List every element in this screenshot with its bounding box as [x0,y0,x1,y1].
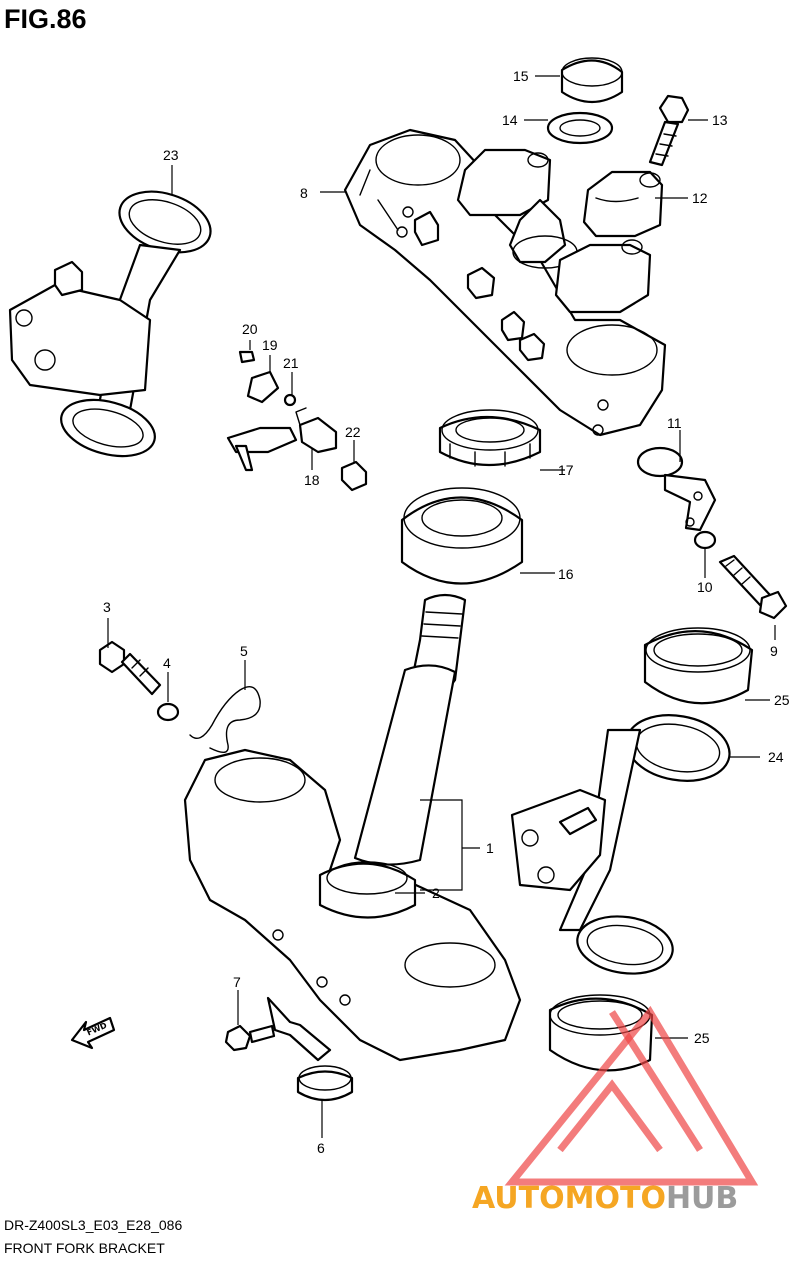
callout-21: 21 [283,355,299,371]
leader-lines [107,75,776,1138]
forward-arrow-icon: FWD [70,1016,116,1050]
watermark-text: AUTOMOTOHUB [472,1181,738,1216]
callout-15: 15 [513,68,529,84]
part-13-bolt [648,94,690,167]
callout-18: 18 [304,472,320,488]
part-16-bearing [400,487,524,585]
part-24-bracket [510,714,731,975]
callout-4: 4 [163,655,171,671]
callout-14: 14 [502,112,518,128]
callout-25-lower: 25 [694,1030,710,1046]
part-8-upper-bracket [343,128,667,437]
callout-19: 19 [262,337,278,353]
callout-11: 11 [667,415,682,431]
diagram-code-caption: DR-Z400SL3_E03_E28_086 [4,1217,183,1233]
part-23-bracket [8,190,212,458]
part-12-clamp [582,170,664,238]
callout-1: 1 [486,840,494,856]
part-14-washer [546,111,614,145]
parts-3-5-bolt-washer-clip [98,640,261,753]
callout-13: 13 [712,112,728,128]
callout-numbers: 1 2 3 4 5 6 7 8 9 10 11 12 13 14 15 16 1… [103,68,790,1156]
callout-23: 23 [163,147,179,163]
parts-19-22-switch [226,350,368,492]
part-25-seal-lower [548,994,654,1072]
callout-16: 16 [558,566,574,582]
figure-title: FIG.86 [4,4,87,34]
watermark-text-part2: HUB [666,1181,738,1216]
part-25-seal-upper [643,627,754,705]
callout-9: 9 [770,643,778,659]
callout-17: 17 [558,462,574,478]
callout-20: 20 [242,321,258,337]
callout-3: 3 [103,599,111,615]
callout-8: 8 [300,185,308,201]
callout-24: 24 [768,749,784,765]
callout-22: 22 [345,424,361,440]
watermark-logo: AUTOMOTOHUB [472,1005,759,1216]
part-1-steering-stem [183,593,522,1062]
callout-5: 5 [240,643,248,659]
callout-7: 7 [233,974,241,990]
callout-6: 6 [317,1140,325,1156]
callout-25-upper: 25 [774,692,790,708]
callout-2: 2 [432,885,440,901]
parts-9-11-guide [636,446,788,620]
part-17-nut [438,409,542,467]
callout-12: 12 [692,190,708,206]
watermark-text-part1: AUTOMOTO [472,1181,666,1216]
diagram-name-caption: FRONT FORK BRACKET [4,1240,165,1256]
callout-10: 10 [697,579,713,595]
part-15-cap [560,57,624,103]
parts-6-7-guide-bolt [224,996,354,1102]
